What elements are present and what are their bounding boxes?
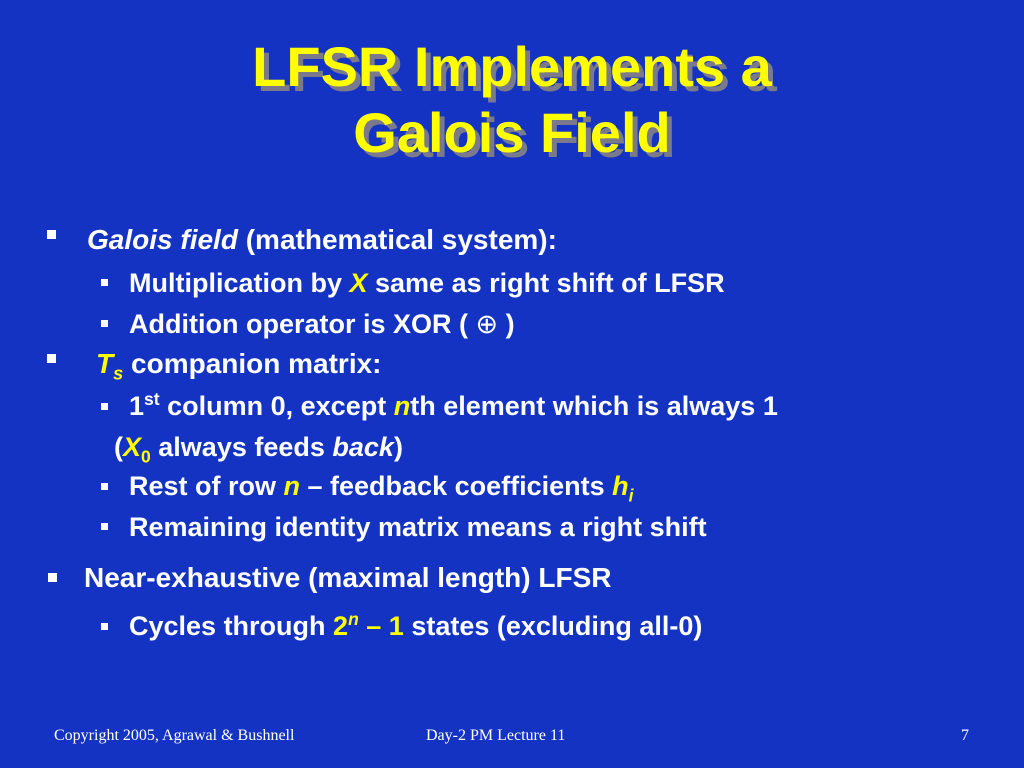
text: column 0, except (159, 391, 394, 421)
text: always feeds (150, 432, 333, 462)
text: 1 (129, 391, 145, 421)
sub-bullet-icon (101, 279, 108, 286)
text: Addition operator is XOR ( (129, 309, 476, 339)
title-line-1: LFSR Implements a (252, 35, 772, 98)
bullet-galois-field: Galois field (mathematical system): (87, 224, 557, 256)
text: – feedback coefficients (300, 471, 613, 501)
text: companion matrix: (123, 348, 382, 379)
title-line-2: Galois Field (353, 101, 671, 164)
var-n: n (393, 391, 411, 421)
sub-bullet-icon (101, 523, 108, 530)
var-n: n (348, 609, 359, 629)
footer-copyright: Copyright 2005, Agrawal & Bushnell (54, 727, 295, 744)
galois-field-term: Galois field (87, 224, 238, 255)
bullet-rest-of-row: Rest of row n – feedback coefficients hi (129, 471, 634, 506)
bullet-cycles: Cycles through 2n – 1 states (excluding … (129, 609, 703, 642)
sub-zero: 0 (141, 446, 151, 467)
text: same as right shift of LFSR (367, 268, 725, 298)
bullet-first-column: 1st column 0, except nth element which i… (129, 389, 778, 422)
text: ) (498, 309, 515, 339)
var-t: T (96, 348, 114, 379)
bullet-square-icon (47, 354, 56, 363)
slide-title: LFSR Implements a Galois Field (0, 34, 1024, 166)
xor-symbol-icon: ⊕ (475, 309, 499, 340)
var-i: i (628, 485, 634, 506)
bullet-addition: Addition operator is XOR ( ⊕ ) (129, 309, 515, 340)
text: Cycles through (129, 611, 334, 641)
num-two: 2 (333, 611, 349, 641)
sub-bullet-icon (101, 483, 108, 490)
galois-field-desc: (mathematical system): (237, 224, 557, 255)
var-s: s (113, 363, 124, 384)
text: ( (114, 432, 123, 462)
var-x: X (123, 432, 142, 462)
bullet-identity: Remaining identity matrix means a right … (129, 512, 707, 543)
footer-page-number: 7 (961, 727, 969, 744)
bullet-near-exhaustive: Near-exhaustive (maximal length) LFSR (84, 562, 611, 594)
minus-one: – 1 (358, 611, 404, 641)
footer-lecture: Day-2 PM Lecture 11 (426, 727, 566, 744)
text: Rest of row (129, 471, 284, 501)
bullet-square-icon (48, 573, 57, 582)
bullet-square-icon (47, 230, 56, 239)
bullet-multiplication: Multiplication by X same as right shift … (129, 268, 725, 299)
sub-bullet-icon (101, 403, 108, 410)
var-h: h (612, 471, 629, 501)
sub-bullet-icon (101, 320, 108, 327)
var-x: X (349, 268, 368, 298)
bullet-companion-matrix: Ts companion matrix: (96, 348, 382, 383)
text: Multiplication by (129, 268, 350, 298)
var-n: n (283, 471, 301, 501)
text: Near-exhaustive (maximal length) LFSR (84, 562, 612, 593)
text-back: back (332, 432, 394, 462)
text: Remaining identity matrix means a right … (129, 512, 707, 542)
text: st (144, 389, 160, 409)
text: ) (393, 432, 403, 462)
bullet-first-column-cont: (X0 always feeds back) (114, 432, 403, 467)
text: states (excluding all-0) (403, 611, 703, 641)
sub-bullet-icon (101, 623, 108, 630)
text: th element which is always 1 (410, 391, 778, 421)
